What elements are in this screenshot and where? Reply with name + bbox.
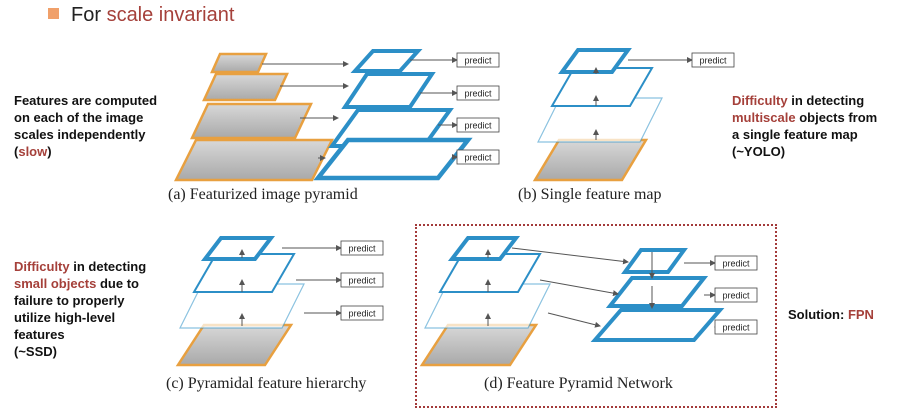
note-line: scales independently <box>14 127 146 142</box>
arrow <box>511 247 629 265</box>
arrow <box>539 279 619 297</box>
predict-box <box>340 272 384 288</box>
note-line: Difficulty in detecting <box>732 93 865 108</box>
predict-label: predict <box>348 244 376 254</box>
heading-highlight: scale invariant <box>106 4 235 26</box>
predict-box <box>456 52 500 68</box>
feature-plane-faint <box>179 283 305 329</box>
feature-plane-4 <box>313 137 473 181</box>
note-line: Features are computed <box>14 93 158 108</box>
image-plane-b <box>532 138 649 182</box>
note-line: multiscale objects from <box>732 110 878 125</box>
predict-label: predict <box>464 89 492 99</box>
feature-plane-top <box>200 236 276 261</box>
caption-b: (b) Single feature map <box>518 186 662 203</box>
predict-label: predict <box>464 153 492 163</box>
note-line: failure to properly <box>14 293 125 308</box>
caption-d: (d) Feature Pyramid Network <box>484 375 673 392</box>
note-single: Difficulty in detecting multiscale objec… <box>732 92 877 160</box>
feature-plane-mid <box>550 67 654 107</box>
note-line: small objects due to <box>14 276 139 291</box>
predict-label: predict <box>348 276 376 286</box>
feature-plane-mid <box>438 253 542 293</box>
feature-plane-top <box>447 236 521 261</box>
feature-plane-1 <box>350 49 423 73</box>
predict-box <box>456 85 500 101</box>
note-line: (~SSD) <box>14 344 57 359</box>
predict-label: predict <box>722 291 750 301</box>
predict-label: predict <box>699 56 727 66</box>
predict-box <box>456 149 500 165</box>
feature-plane-faint <box>424 283 551 329</box>
note-line: (slow) <box>14 144 52 159</box>
slide-heading: For scale invariant <box>48 4 234 27</box>
fpn-plane-1 <box>621 248 688 274</box>
image-plane-4 <box>173 138 335 182</box>
predict-box <box>691 52 735 68</box>
arrow <box>547 312 601 328</box>
image-plane-d <box>419 323 539 367</box>
image-plane-1 <box>210 52 268 74</box>
note-line: Difficulty in detecting <box>14 259 147 274</box>
predict-box <box>714 255 758 271</box>
note-line: on each of the image <box>14 110 144 125</box>
predict-label: predict <box>722 323 750 333</box>
predict-label: predict <box>348 309 376 319</box>
note-hierarchy: Difficulty in detecting small objects du… <box>14 258 146 360</box>
note-pyramid: Features are computed on each of the ima… <box>14 92 157 160</box>
heading-prefix: For <box>71 4 107 26</box>
note-line: features <box>14 327 65 342</box>
feature-plane-2 <box>341 72 436 109</box>
predict-box <box>340 240 384 256</box>
feature-plane-mid <box>192 253 296 293</box>
note-line: (~YOLO) <box>732 144 786 159</box>
note-solution: Solution: FPN <box>788 307 874 322</box>
fpn-plane-2 <box>605 276 709 308</box>
predict-box <box>714 287 758 303</box>
predict-label: predict <box>464 56 492 66</box>
fpn-plane-3 <box>590 308 725 342</box>
note-line: utilize high-level <box>14 310 116 325</box>
feature-plane-faint <box>537 97 663 143</box>
predict-box <box>714 319 758 335</box>
caption-a: (a) Featurized image pyramid <box>168 186 358 203</box>
image-plane-2 <box>202 72 289 102</box>
image-plane-3 <box>190 102 313 140</box>
caption-c: (c) Pyramidal feature hierarchy <box>166 375 367 392</box>
predict-label: predict <box>722 259 750 269</box>
predict-box <box>340 305 384 321</box>
predict-box <box>456 117 500 133</box>
bullet-icon <box>48 8 59 19</box>
predict-label: predict <box>464 121 492 131</box>
image-plane-c <box>175 323 294 367</box>
fpn-highlight-box <box>415 224 777 408</box>
note-line: a single feature map <box>732 127 858 142</box>
